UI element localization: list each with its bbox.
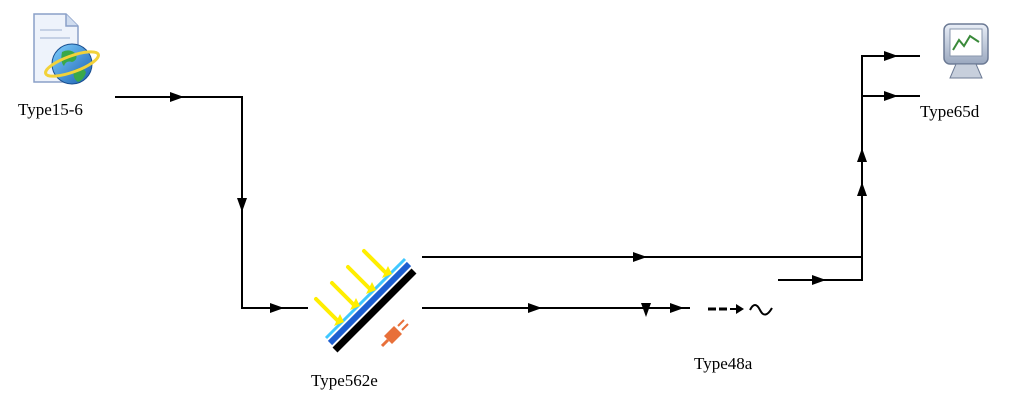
connection-collector-to-plotter-top[interactable]: [422, 55, 920, 258]
plug-icon: [380, 319, 409, 348]
component-label-collector: Type562e: [311, 371, 378, 390]
arrow-right: [270, 303, 284, 313]
arrow-right: [170, 92, 184, 102]
arrow-right: [528, 303, 542, 313]
arrow-down: [641, 303, 651, 317]
arrow-right: [884, 91, 898, 101]
connection-inverter-to-plotter[interactable]: [778, 95, 920, 281]
online-plotter-icon[interactable]: [943, 23, 989, 79]
component-label-inverter: Type48a: [694, 354, 753, 373]
arrow-right: [884, 51, 898, 61]
flow-arrows: [170, 51, 898, 317]
arrow-down: [237, 198, 247, 212]
weather-globe-icon[interactable]: [33, 13, 101, 85]
component-label-weather: Type15-6: [18, 100, 83, 119]
arrow-right: [670, 303, 684, 313]
pv-collector-icon[interactable]: [314, 249, 417, 353]
inverter-icon[interactable]: [708, 304, 773, 316]
connection-weather-to-collector[interactable]: [115, 96, 308, 309]
arrow-right: [812, 275, 826, 285]
arrow-right: [633, 252, 647, 262]
component-label-plotter: Type65d: [920, 102, 980, 121]
arrow-up: [857, 148, 867, 162]
arrow-up: [857, 182, 867, 196]
